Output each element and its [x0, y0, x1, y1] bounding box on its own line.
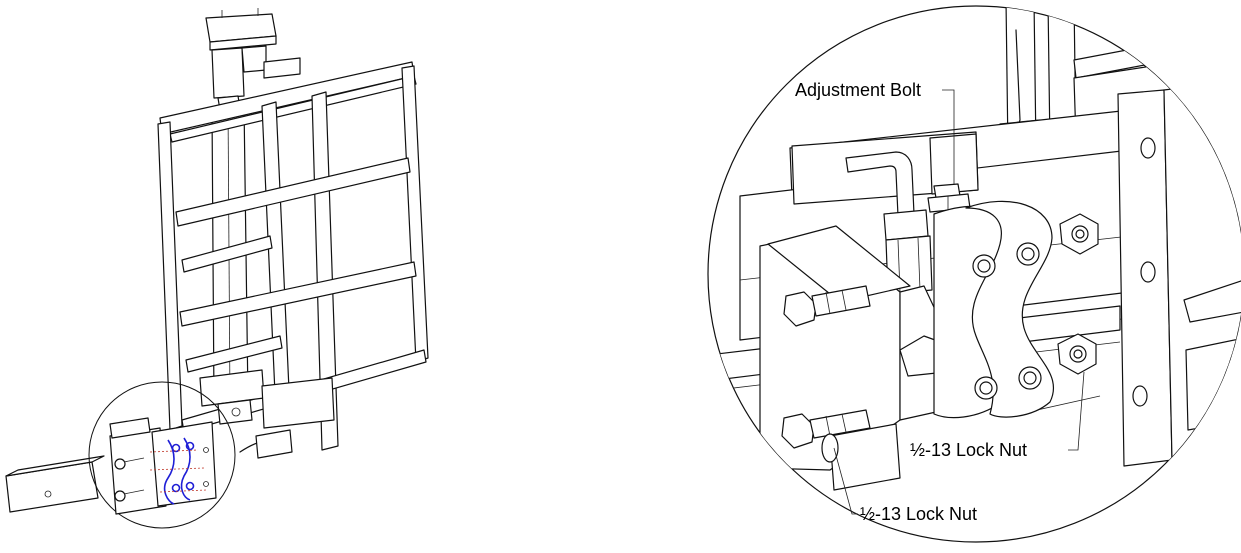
callout-labels: Adjustment Bolt ½-13 Lock Nut ½-13 Lock …	[795, 80, 1027, 524]
lower-bracket	[199, 369, 335, 459]
lock-nut-left-label: ½-13 Lock Nut	[860, 504, 977, 524]
adjustment-bolt-label: Adjustment Bolt	[795, 80, 921, 100]
actuator-motor	[205, 8, 301, 111]
top-block	[791, 131, 979, 205]
pivot-plates	[933, 200, 1055, 419]
callout-leaders	[833, 89, 1085, 515]
overall-assembly-view	[5, 8, 429, 529]
lock-nuts	[1057, 213, 1099, 375]
clamp-bolts	[781, 285, 871, 463]
lock-nut-right-label: ½-13 Lock Nut	[910, 440, 1027, 460]
mount-plate	[1117, 79, 1241, 467]
hitch-receiver	[5, 455, 105, 513]
detail-circle-marker	[88, 381, 236, 529]
detail-view: Adjustment Bolt ½-13 Lock Nut ½-13 Lock …	[707, 5, 1241, 543]
